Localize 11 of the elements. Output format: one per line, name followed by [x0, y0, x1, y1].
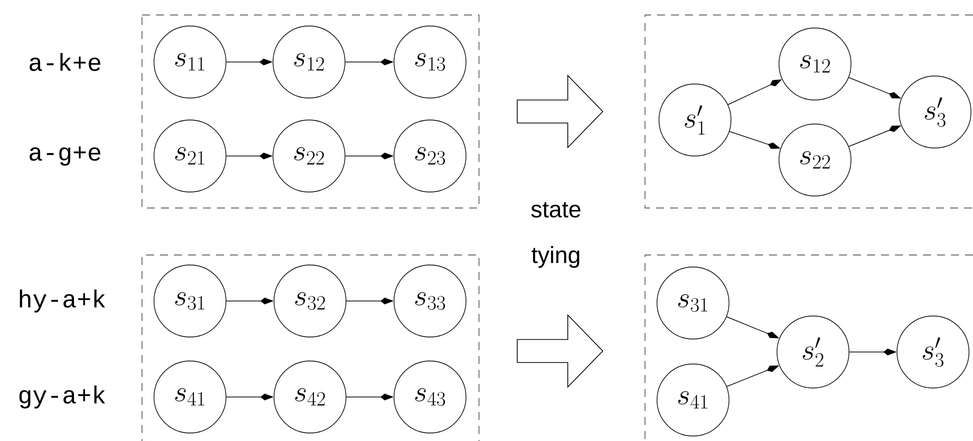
phone-label: gy-a+k — [19, 386, 106, 408]
phone-label: hy-a+k — [20, 290, 106, 312]
dashed-frame — [142, 14, 480, 208]
block-arrow — [516, 314, 604, 388]
dashed-frame — [644, 14, 973, 208]
phone-label: a-g+e — [30, 146, 100, 166]
dashed-frame — [142, 254, 480, 441]
caption-text: state tying — [531, 202, 580, 268]
phone-label: a-k+e — [30, 52, 100, 72]
dashed-frame — [644, 254, 973, 441]
block-arrow — [516, 74, 604, 148]
